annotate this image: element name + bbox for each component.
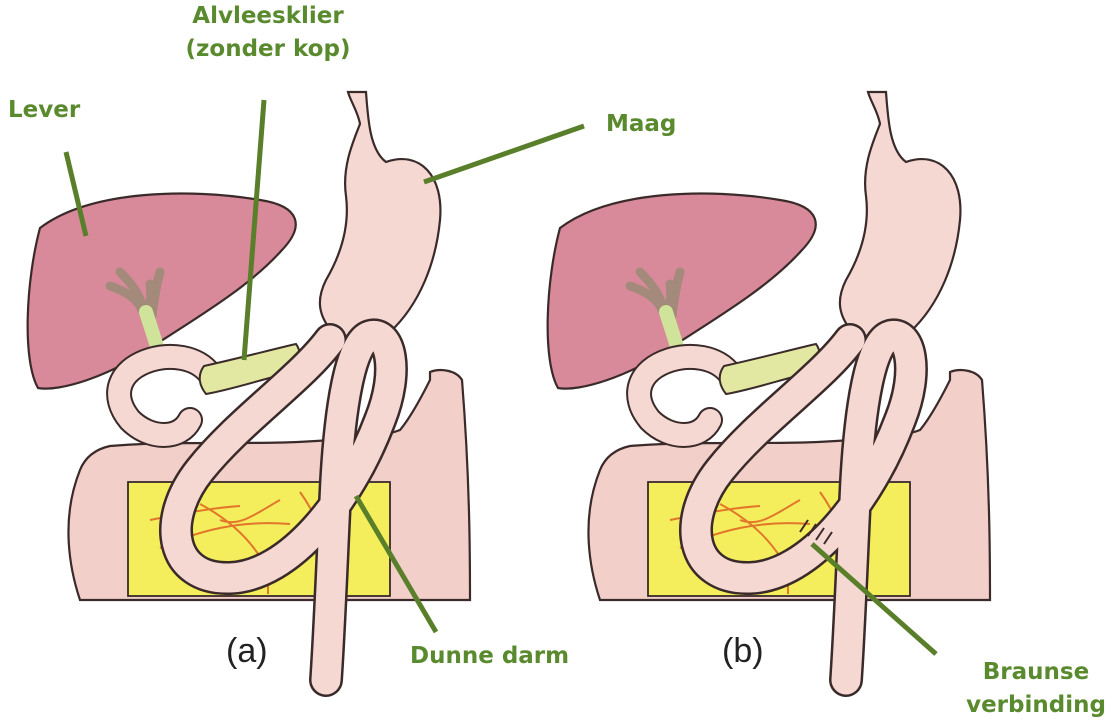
label-alvleesklier-line2: (zonder kop) xyxy=(168,33,368,66)
label-dunne-darm: Dunne darm xyxy=(410,640,569,673)
label-braunse-line2: verbinding xyxy=(958,689,1114,722)
panel-a-illustration xyxy=(28,92,470,680)
label-braunse: Braunse verbinding xyxy=(958,656,1114,722)
panel-label-b: (b) xyxy=(722,632,764,671)
label-braunse-line1: Braunse xyxy=(958,656,1114,689)
panel-label-a: (a) xyxy=(226,632,268,671)
panel-b-illustration xyxy=(548,92,990,680)
label-alvleesklier-line1: Alvleesklier xyxy=(168,0,368,33)
label-alvleesklier: Alvleesklier (zonder kop) xyxy=(168,0,368,66)
label-lever: Lever xyxy=(8,94,80,127)
leader-line-maag xyxy=(424,126,584,182)
label-maag: Maag xyxy=(606,108,676,141)
